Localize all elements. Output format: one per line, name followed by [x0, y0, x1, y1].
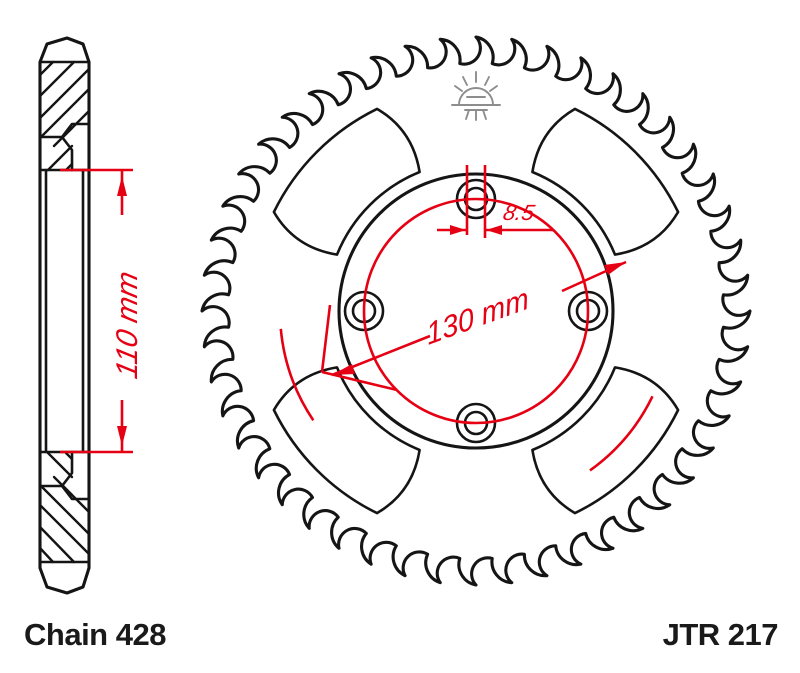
- dim130-ext-left2: [320, 304, 332, 373]
- arrow-bottom: [117, 426, 127, 446]
- dim85-arrow-right: [486, 225, 502, 235]
- dimension-label-8_5: 8.5: [501, 200, 537, 225]
- dimension-label-130mm: 130 mm: [424, 282, 530, 352]
- dim130-arrow-right: [604, 262, 626, 275]
- slot-reference-arc: [279, 328, 315, 422]
- arrow-top: [117, 176, 127, 196]
- center-bore-circle: [337, 172, 615, 450]
- bolt-hole-counterbore: [455, 402, 497, 444]
- dim85-arrow-left: [450, 225, 466, 235]
- section-hatch-bottom: [38, 451, 91, 564]
- section-hatch-top: [38, 60, 91, 172]
- side-section-view: [38, 36, 91, 595]
- bolt-hole-counterbore: [343, 290, 385, 332]
- dimension-8_5: 8.5: [437, 165, 553, 238]
- dim130-arrow-left: [332, 364, 355, 375]
- lightening-slot: [272, 107, 421, 256]
- lightening-slot: [272, 366, 421, 515]
- slot-reference-arc: [589, 395, 654, 472]
- dimension-label-110mm: 110 mm: [111, 268, 144, 381]
- section-web-walls: [44, 168, 85, 454]
- bolt-hole-counterbore: [567, 290, 609, 332]
- lightening-slots: [272, 107, 680, 515]
- chain-size-label: Chain 428: [24, 617, 166, 652]
- part-number-label: JTR 217: [663, 617, 778, 652]
- section-outline: [38, 36, 91, 595]
- sprocket-teeth-outline: [200, 35, 752, 587]
- sunrise-emblem-icon: [451, 71, 501, 121]
- bolt-hole-counterbore: [455, 178, 497, 220]
- section-top-step: [38, 122, 91, 172]
- section-bottom-step: [38, 450, 91, 501]
- bolt-circle-reference: [362, 197, 590, 425]
- dimension-110mm: 110 mm: [60, 168, 144, 454]
- lightening-slot: [531, 107, 680, 256]
- lightening-slot: [531, 366, 680, 515]
